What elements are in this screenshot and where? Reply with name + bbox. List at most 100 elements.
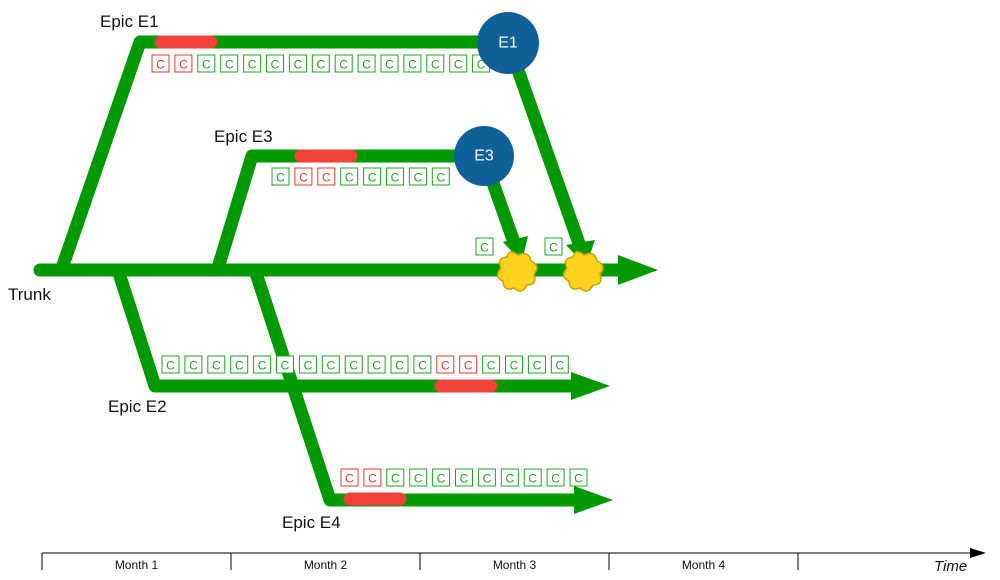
- merge-node-e3-circle: [454, 126, 514, 186]
- commit-box: [197, 54, 216, 73]
- conflict-cloud: [496, 251, 538, 292]
- branch-e1: [55, 35, 505, 271]
- commit-box: [220, 54, 239, 73]
- commit-box: [505, 355, 523, 374]
- commit-box: [426, 54, 445, 73]
- merge-node-e1-circle: [477, 12, 539, 74]
- commit-letter: C: [362, 58, 371, 72]
- merge-node-e3: E3: [454, 126, 514, 186]
- timeline-month-label: Month 3: [493, 558, 537, 572]
- conflict-cloud: [562, 251, 604, 292]
- commit-letter: C: [156, 58, 165, 72]
- conflict-bursts: [496, 251, 604, 292]
- commit-letter: C: [349, 359, 358, 373]
- label-epic-e2: Epic E2: [108, 397, 167, 416]
- commit-box: [449, 54, 468, 73]
- commit-box: [408, 167, 427, 186]
- commit-letter: C: [533, 359, 542, 373]
- timeline-month-label: Month 1: [115, 558, 159, 572]
- commit-box: [340, 468, 359, 487]
- commit-box: [317, 167, 336, 186]
- commit-letter: C: [179, 58, 188, 72]
- commit-letter: C: [555, 359, 564, 373]
- commit-box: [431, 167, 450, 186]
- merge-nodes: E1 E3: [454, 12, 539, 186]
- commit-letter: C: [551, 472, 560, 486]
- merge-node-e1-label: E1: [498, 35, 518, 52]
- commit-letter: C: [225, 58, 234, 72]
- commit-box: [174, 54, 193, 73]
- commit-box: [386, 468, 405, 487]
- commit-box: [459, 355, 478, 374]
- commit-letter: C: [431, 58, 440, 72]
- commit-box: [436, 355, 455, 374]
- commit-letter: C: [510, 359, 519, 373]
- branch-e2-arrowhead: [571, 372, 610, 400]
- commit-box: [311, 54, 330, 73]
- commit-letter: C: [304, 359, 313, 373]
- commit-letter: C: [276, 171, 285, 185]
- timeline-month-label: Month 4: [682, 558, 726, 572]
- commit-letter: C: [528, 472, 537, 486]
- timeline-month-label: Month 2: [304, 558, 348, 572]
- commit-letter: C: [345, 472, 354, 486]
- commit-box: [271, 167, 290, 186]
- commit-box: [455, 468, 473, 487]
- conflict-burst-e3: [496, 251, 538, 292]
- label-epic-e1: Epic E1: [100, 12, 159, 31]
- commit-box: [367, 355, 386, 374]
- commit-letter: C: [299, 171, 308, 185]
- merge-node-e1: E1: [477, 12, 539, 74]
- commit-letter: C: [372, 359, 381, 373]
- commit-letter: C: [316, 58, 325, 72]
- commit-letter: C: [395, 359, 404, 373]
- commit-letter: C: [202, 58, 211, 72]
- commit-letter: C: [437, 472, 446, 486]
- commit-box: [243, 54, 262, 73]
- timeline-axis: Month 1 Month 2 Month 3 Month 4: [41, 548, 986, 572]
- label-epic-e4: Epic E4: [282, 513, 341, 532]
- commit-letter: C: [271, 58, 280, 72]
- commit-box: [288, 54, 307, 73]
- commit-box: [523, 468, 542, 487]
- commit-letter: C: [454, 58, 463, 72]
- timeline-arrowhead: [970, 548, 986, 558]
- commit-letter: C: [235, 359, 244, 373]
- commit-letter: C: [574, 472, 583, 486]
- commit-letter: C: [391, 472, 400, 486]
- commit-box: [546, 468, 565, 487]
- commit-letter: C: [477, 58, 486, 72]
- commit-box: [386, 167, 404, 186]
- commit-box: [500, 468, 519, 487]
- commit-letter: C: [248, 58, 257, 72]
- branch-e3: [211, 149, 480, 270]
- commit-box: [403, 54, 422, 73]
- commit-box: [294, 167, 313, 186]
- label-epic-e3: Epic E3: [214, 127, 273, 146]
- branch-e4: [248, 267, 580, 507]
- commit-letter: C: [483, 472, 492, 486]
- branch-e3-merge: [485, 177, 523, 251]
- commit-box: [298, 355, 317, 374]
- commit-letter: C: [258, 359, 267, 373]
- commit-letter: C: [418, 359, 427, 373]
- commit-box: [380, 54, 399, 73]
- commit-letter: C: [322, 171, 331, 185]
- commit-box: [477, 468, 496, 487]
- commit-box: [276, 355, 294, 374]
- commit-letter: C: [391, 171, 400, 185]
- commit-box: [550, 355, 569, 374]
- merge-node-e3-label: E3: [474, 148, 494, 165]
- commit-box: [334, 54, 353, 73]
- commit-letter: C: [166, 359, 175, 373]
- commit-box: [321, 355, 340, 374]
- commit-letter: C: [505, 472, 514, 486]
- commit-letter: C: [436, 171, 445, 185]
- commit-letter: C: [385, 58, 394, 72]
- branch-e1-merge: [511, 67, 589, 255]
- commit-letter: C: [408, 58, 417, 72]
- commit-letter: C: [368, 472, 377, 486]
- label-trunk: Trunk: [8, 285, 51, 304]
- commit-box: [482, 355, 501, 374]
- commit-letter: C: [326, 359, 335, 373]
